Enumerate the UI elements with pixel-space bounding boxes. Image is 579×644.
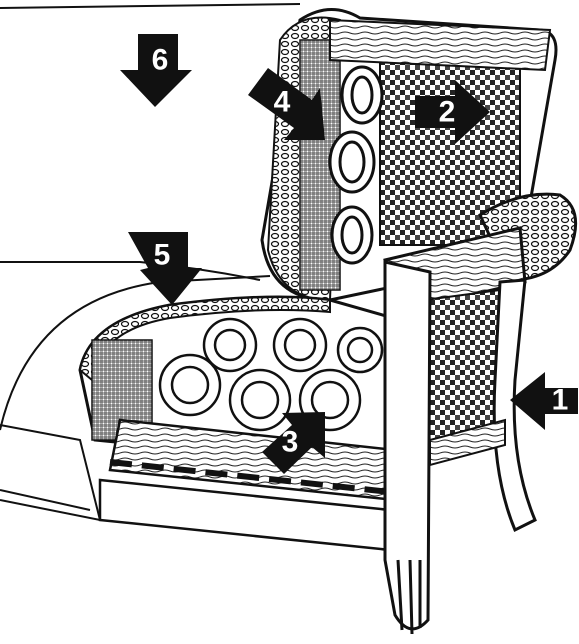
callout-6-label: 6 <box>152 44 169 77</box>
callout-2: 2 <box>415 80 490 144</box>
callout-2-label: 2 <box>439 96 456 129</box>
chair-seat <box>78 295 402 552</box>
callout-3-label: 3 <box>282 426 299 459</box>
seat-springs <box>158 317 384 432</box>
callout-5: 5 <box>128 232 202 305</box>
back-springs <box>328 65 384 265</box>
chair-arm <box>383 192 578 635</box>
callout-5-label: 5 <box>154 239 171 272</box>
callout-1: 1 <box>510 372 578 430</box>
callout-3: 3 <box>262 412 325 474</box>
callout-4: 4 <box>248 68 325 140</box>
callout-1-label: 1 <box>552 384 569 417</box>
callout-4-label: 4 <box>274 86 291 119</box>
callout-6: 6 <box>120 34 192 107</box>
